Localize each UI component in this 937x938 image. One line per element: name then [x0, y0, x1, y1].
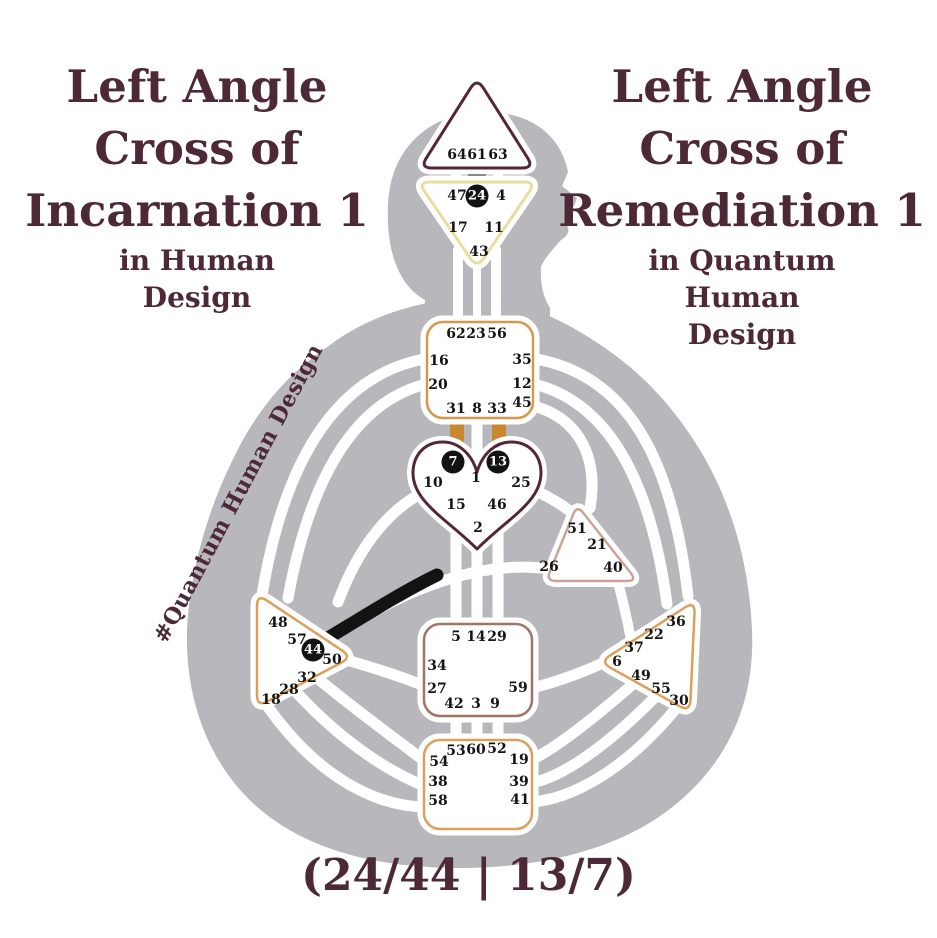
left-subtitle-line-2: Design: [142, 281, 252, 314]
left-title: Left Angle Cross of Incarnation 1 in Hum…: [8, 56, 386, 316]
right-subtitle-line-1: in Quantum: [648, 244, 836, 277]
centers-group: [250, 76, 702, 836]
ego-center-shape: [547, 508, 635, 583]
ajna-center-shape: [420, 180, 534, 265]
sacral-center-shape: [422, 622, 534, 718]
right-subtitle-line-3: Design: [687, 318, 797, 351]
throat-center-shape: [425, 320, 535, 420]
solar-plexus-center-shape: [603, 603, 696, 710]
left-title-line-1: Left Angle: [66, 60, 328, 113]
left-title-line-3: Incarnation 1: [25, 184, 369, 237]
right-subtitle-line-2: Human: [684, 281, 800, 314]
left-title-line-2: Cross of: [94, 122, 300, 175]
left-subtitle-line-1: in Human: [119, 244, 275, 277]
root-center-shape: [422, 738, 534, 831]
head-center-shape: [422, 81, 532, 170]
right-title-line-1: Left Angle: [611, 60, 873, 113]
right-title-line-3: Remediation 1: [558, 184, 926, 237]
right-title: Left Angle Cross of Remediation 1 in Qua…: [556, 56, 928, 353]
right-title-line-2: Cross of: [639, 122, 845, 175]
cross-notation: (24/44 | 13/7): [301, 850, 636, 901]
